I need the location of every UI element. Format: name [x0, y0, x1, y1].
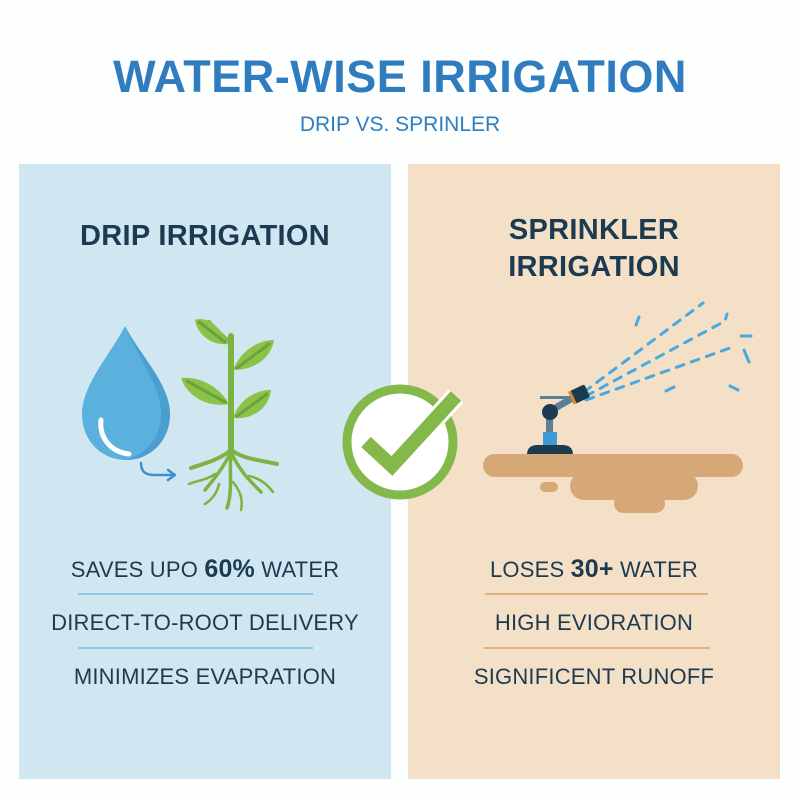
- drip-stat-1: SAVES UPO 60% WATER: [70, 555, 340, 583]
- drip-stat-3: MINIMIZES EVAPRATION: [73, 664, 337, 689]
- sprinkler-stat-2: HIGH EVIORATION: [494, 610, 694, 635]
- sprinkler-stat-1: LOSES 30+ WATER: [489, 555, 698, 583]
- drip-stat-2: DIRECT-TO-ROOT DELIVERY: [51, 610, 359, 635]
- water-drop-icon: [82, 326, 170, 460]
- sprinkler-divider-2: [484, 647, 710, 649]
- page-subtitle: DRIP VS. SPRINLER: [299, 113, 501, 136]
- soil-puddle-icon: [483, 454, 743, 513]
- drip-divider-2: [78, 647, 313, 649]
- sprinkler-illustration: [483, 301, 753, 513]
- sprinkler-stat-3: SIGNIFICENT RUNOFF: [473, 664, 715, 689]
- plant-roots-icon: [181, 319, 279, 512]
- sprinkler-icon: [527, 384, 590, 455]
- sprinkler-divider-1: [485, 593, 708, 595]
- sprinkler-panel: SPRINKLER IRRIGATION: [408, 164, 780, 779]
- sprinkler-heading-line2: IRRIGATION: [508, 251, 680, 283]
- drip-heading: DRIP IRRIGATION: [80, 220, 330, 252]
- drip-divider-1: [78, 593, 313, 595]
- water-spray-icon: [582, 301, 753, 402]
- drip-illustration: [82, 319, 279, 512]
- sprinkler-heading-line1: SPRINKLER: [508, 214, 680, 246]
- arrow-icon: [139, 461, 177, 482]
- page-title: WATER-WISE IRRIGATION: [113, 51, 687, 102]
- drip-panel: DRIP IRRIGATION: [19, 164, 391, 779]
